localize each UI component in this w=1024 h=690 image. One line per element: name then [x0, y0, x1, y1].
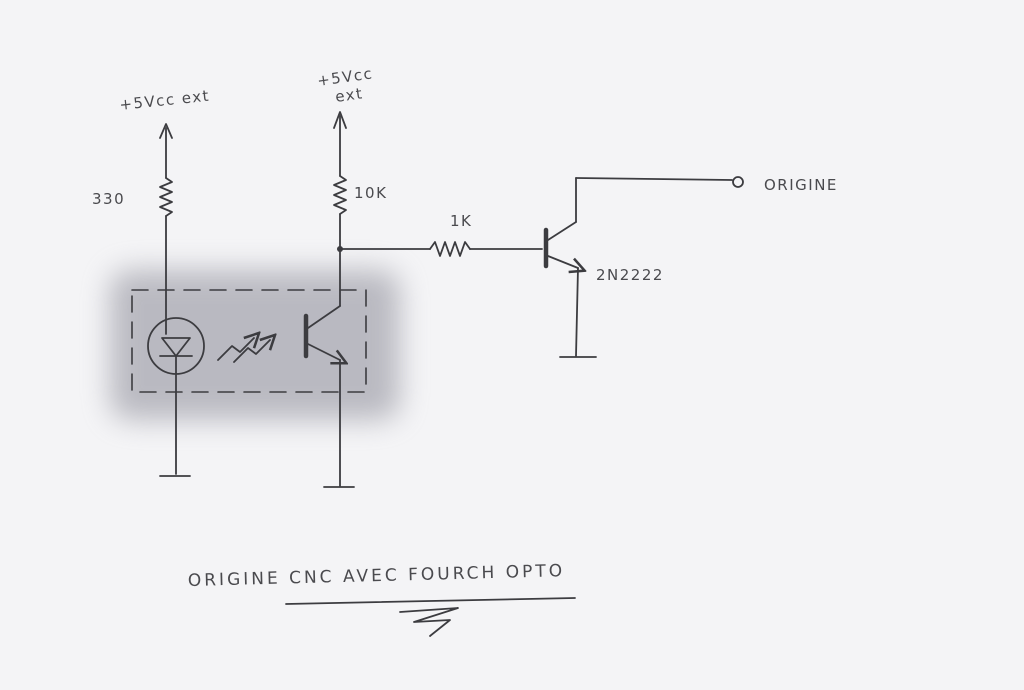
label-r-pullup: 10K — [354, 184, 387, 202]
diagram-title: ORIGINE CNC AVEC FOURCH OPTO — [188, 561, 566, 591]
output-terminal — [732, 176, 744, 188]
phototransistor-branch — [303, 111, 355, 488]
title-underline — [285, 597, 576, 605]
supply-arrow-left — [159, 123, 173, 139]
led-icon — [161, 337, 191, 357]
label-r-base: 1K — [450, 212, 472, 230]
transistor-2n2222 — [543, 176, 744, 358]
led-branch — [147, 123, 205, 477]
label-transistor: 2N2222 — [596, 266, 664, 284]
opto-package-outline — [131, 289, 367, 393]
opto-shading — [110, 270, 400, 420]
base-resistor-wire — [339, 241, 543, 257]
label-supply-left: +5Vcc ext — [119, 87, 211, 114]
resistor-1k — [429, 241, 471, 257]
resistor-330 — [159, 177, 173, 217]
title-squiggle — [399, 607, 459, 637]
label-output: ORIGINE — [764, 176, 838, 194]
label-supply-mid-bottom: ext — [334, 84, 364, 106]
supply-arrow-mid — [333, 111, 347, 129]
label-r-led: 330 — [92, 190, 125, 208]
light-arrows-icon — [217, 338, 270, 363]
resistor-10k — [333, 175, 347, 215]
